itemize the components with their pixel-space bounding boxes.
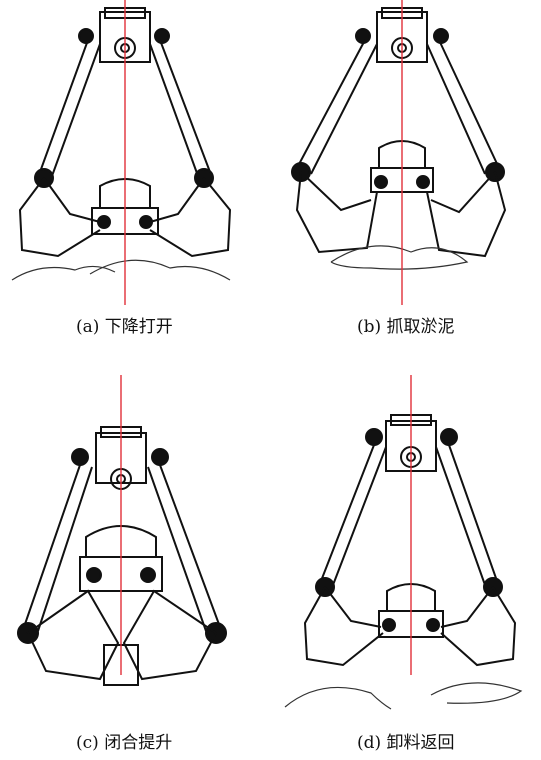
panel-d-grab-unloading-returning [271, 375, 541, 720]
left-bucket [295, 171, 378, 254]
left-bucket [18, 177, 101, 258]
left-arm [39, 39, 101, 177]
grab-open-drawing [11, 0, 232, 305]
lower-head [85, 525, 157, 558]
mud-heaps [11, 259, 231, 281]
right-bucket [149, 177, 232, 258]
mud-in-bucket [330, 245, 469, 270]
right-bucket [122, 589, 218, 681]
caption-c: (c) 闭合提升 [76, 733, 173, 753]
right-arm [435, 444, 498, 586]
grab-unloading-drawing [284, 375, 523, 710]
left-arm [23, 464, 93, 632]
grab-closed-drawing [17, 375, 227, 686]
left-bucket [26, 589, 120, 681]
panel-b-grab-grabbing-mud [271, 0, 541, 305]
caption-a: (a) 下降打开 [76, 317, 173, 337]
panel-c-grab-closed-lifting [0, 375, 270, 720]
right-bucket [440, 586, 517, 667]
left-arm [296, 39, 378, 175]
right-bucket [426, 171, 507, 258]
caption-b: (b) 抓取淤泥 [357, 317, 455, 337]
unloaded-mud-heaps [284, 682, 523, 710]
right-arm [147, 464, 221, 632]
left-arm [320, 444, 387, 586]
panel-a-grab-descending-open [0, 0, 270, 305]
lower-head [386, 583, 436, 612]
lower-head [378, 140, 426, 169]
right-arm [149, 39, 211, 177]
left-bucket [303, 586, 384, 667]
caption-d: (d) 卸料返回 [357, 733, 455, 753]
grab-grabbing-drawing [291, 0, 507, 305]
right-arm [426, 39, 500, 175]
lower-head [99, 178, 151, 209]
